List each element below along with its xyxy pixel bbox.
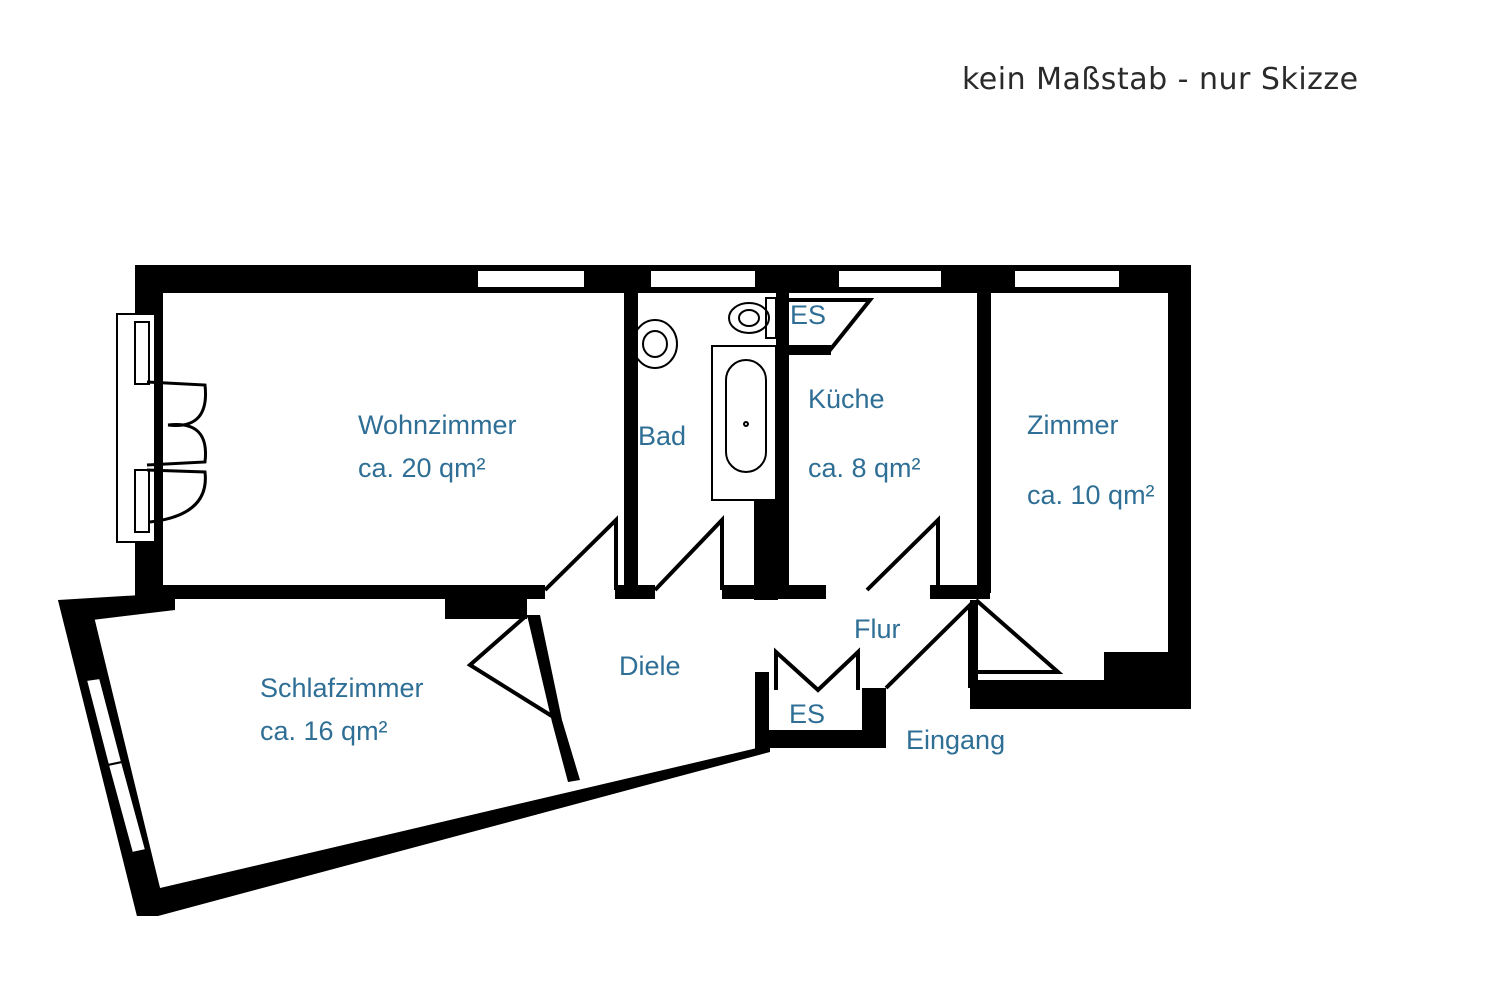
door-es-lower <box>774 647 860 693</box>
label-bad: Bad <box>638 421 686 451</box>
area-kueche: ca. 8 qm² <box>808 453 921 483</box>
label-wohnzimmer: Wohnzimmer <box>358 410 517 440</box>
door-eingang <box>884 600 972 690</box>
es-niche-bottom <box>755 730 885 748</box>
toilet-tank-icon <box>765 297 777 339</box>
wall-kueche-zimmer <box>977 293 991 593</box>
balcony-door-swing-3 <box>146 468 207 524</box>
wall-zimmer-left-lower <box>970 600 978 690</box>
right-wall <box>1168 265 1191 709</box>
window-schlaf-2 <box>106 760 148 855</box>
door-zimmer <box>974 598 1064 674</box>
area-zimmer: ca. 10 qm² <box>1027 480 1155 510</box>
window-wohnzimmer <box>476 269 586 289</box>
area-schlafzimmer: ca. 16 qm² <box>260 716 388 746</box>
zimmer-bottom-wall <box>970 680 1191 709</box>
washbasin-inner-icon <box>642 330 668 358</box>
scale-note: kein Maßstab - nur Skizze <box>962 62 1359 97</box>
washbasin-icon <box>632 319 678 369</box>
bathtub-icon <box>711 345 777 501</box>
label-es-bottom: ES <box>789 699 825 729</box>
window-zimmer <box>1013 269 1121 289</box>
label-diele: Diele <box>619 651 681 681</box>
bathtub-drain-icon <box>743 421 749 427</box>
es-upper-niche-fill <box>789 345 831 355</box>
area-wohnzimmer: ca. 20 qm² <box>358 453 486 483</box>
door-wohnzimmer <box>543 515 618 592</box>
label-schlafzimmer: Schlafzimmer <box>260 673 424 703</box>
wall-wohn-bad <box>624 293 638 593</box>
balcony-door-swing-2 <box>146 422 208 467</box>
window-bad <box>649 269 757 289</box>
window-kueche <box>837 269 943 289</box>
wall-kueche-bottom <box>930 585 990 599</box>
door-bad <box>653 515 724 592</box>
label-es-top: ES <box>790 300 826 330</box>
wall-bad-shaft <box>754 500 778 600</box>
wall-schlaf-top-block <box>445 597 527 619</box>
toilet-icon <box>728 302 770 334</box>
toilet-seat-icon <box>738 309 760 327</box>
label-zimmer: Zimmer <box>1027 410 1118 440</box>
bathtub-inner-icon <box>725 359 767 473</box>
label-kueche: Küche <box>808 384 885 414</box>
door-schlafzimmer <box>466 613 557 720</box>
zimmer-corner-block <box>1104 652 1170 682</box>
schlaf-outer-wall <box>58 593 770 916</box>
balcony-door-pane-2 <box>134 469 150 533</box>
es-niche-right <box>862 688 886 748</box>
wall-wohn-bottom <box>135 585 545 599</box>
balcony-door-pane-1 <box>134 321 150 385</box>
wall-bad-kueche <box>776 293 789 593</box>
door-kueche <box>865 515 940 592</box>
wall-bad-bottom-left <box>615 585 655 599</box>
label-eingang: Eingang <box>906 725 1005 755</box>
wall-schlaf-diele <box>527 615 580 782</box>
wall-bad-bottom-right <box>722 585 826 599</box>
label-flur: Flur <box>854 614 901 644</box>
